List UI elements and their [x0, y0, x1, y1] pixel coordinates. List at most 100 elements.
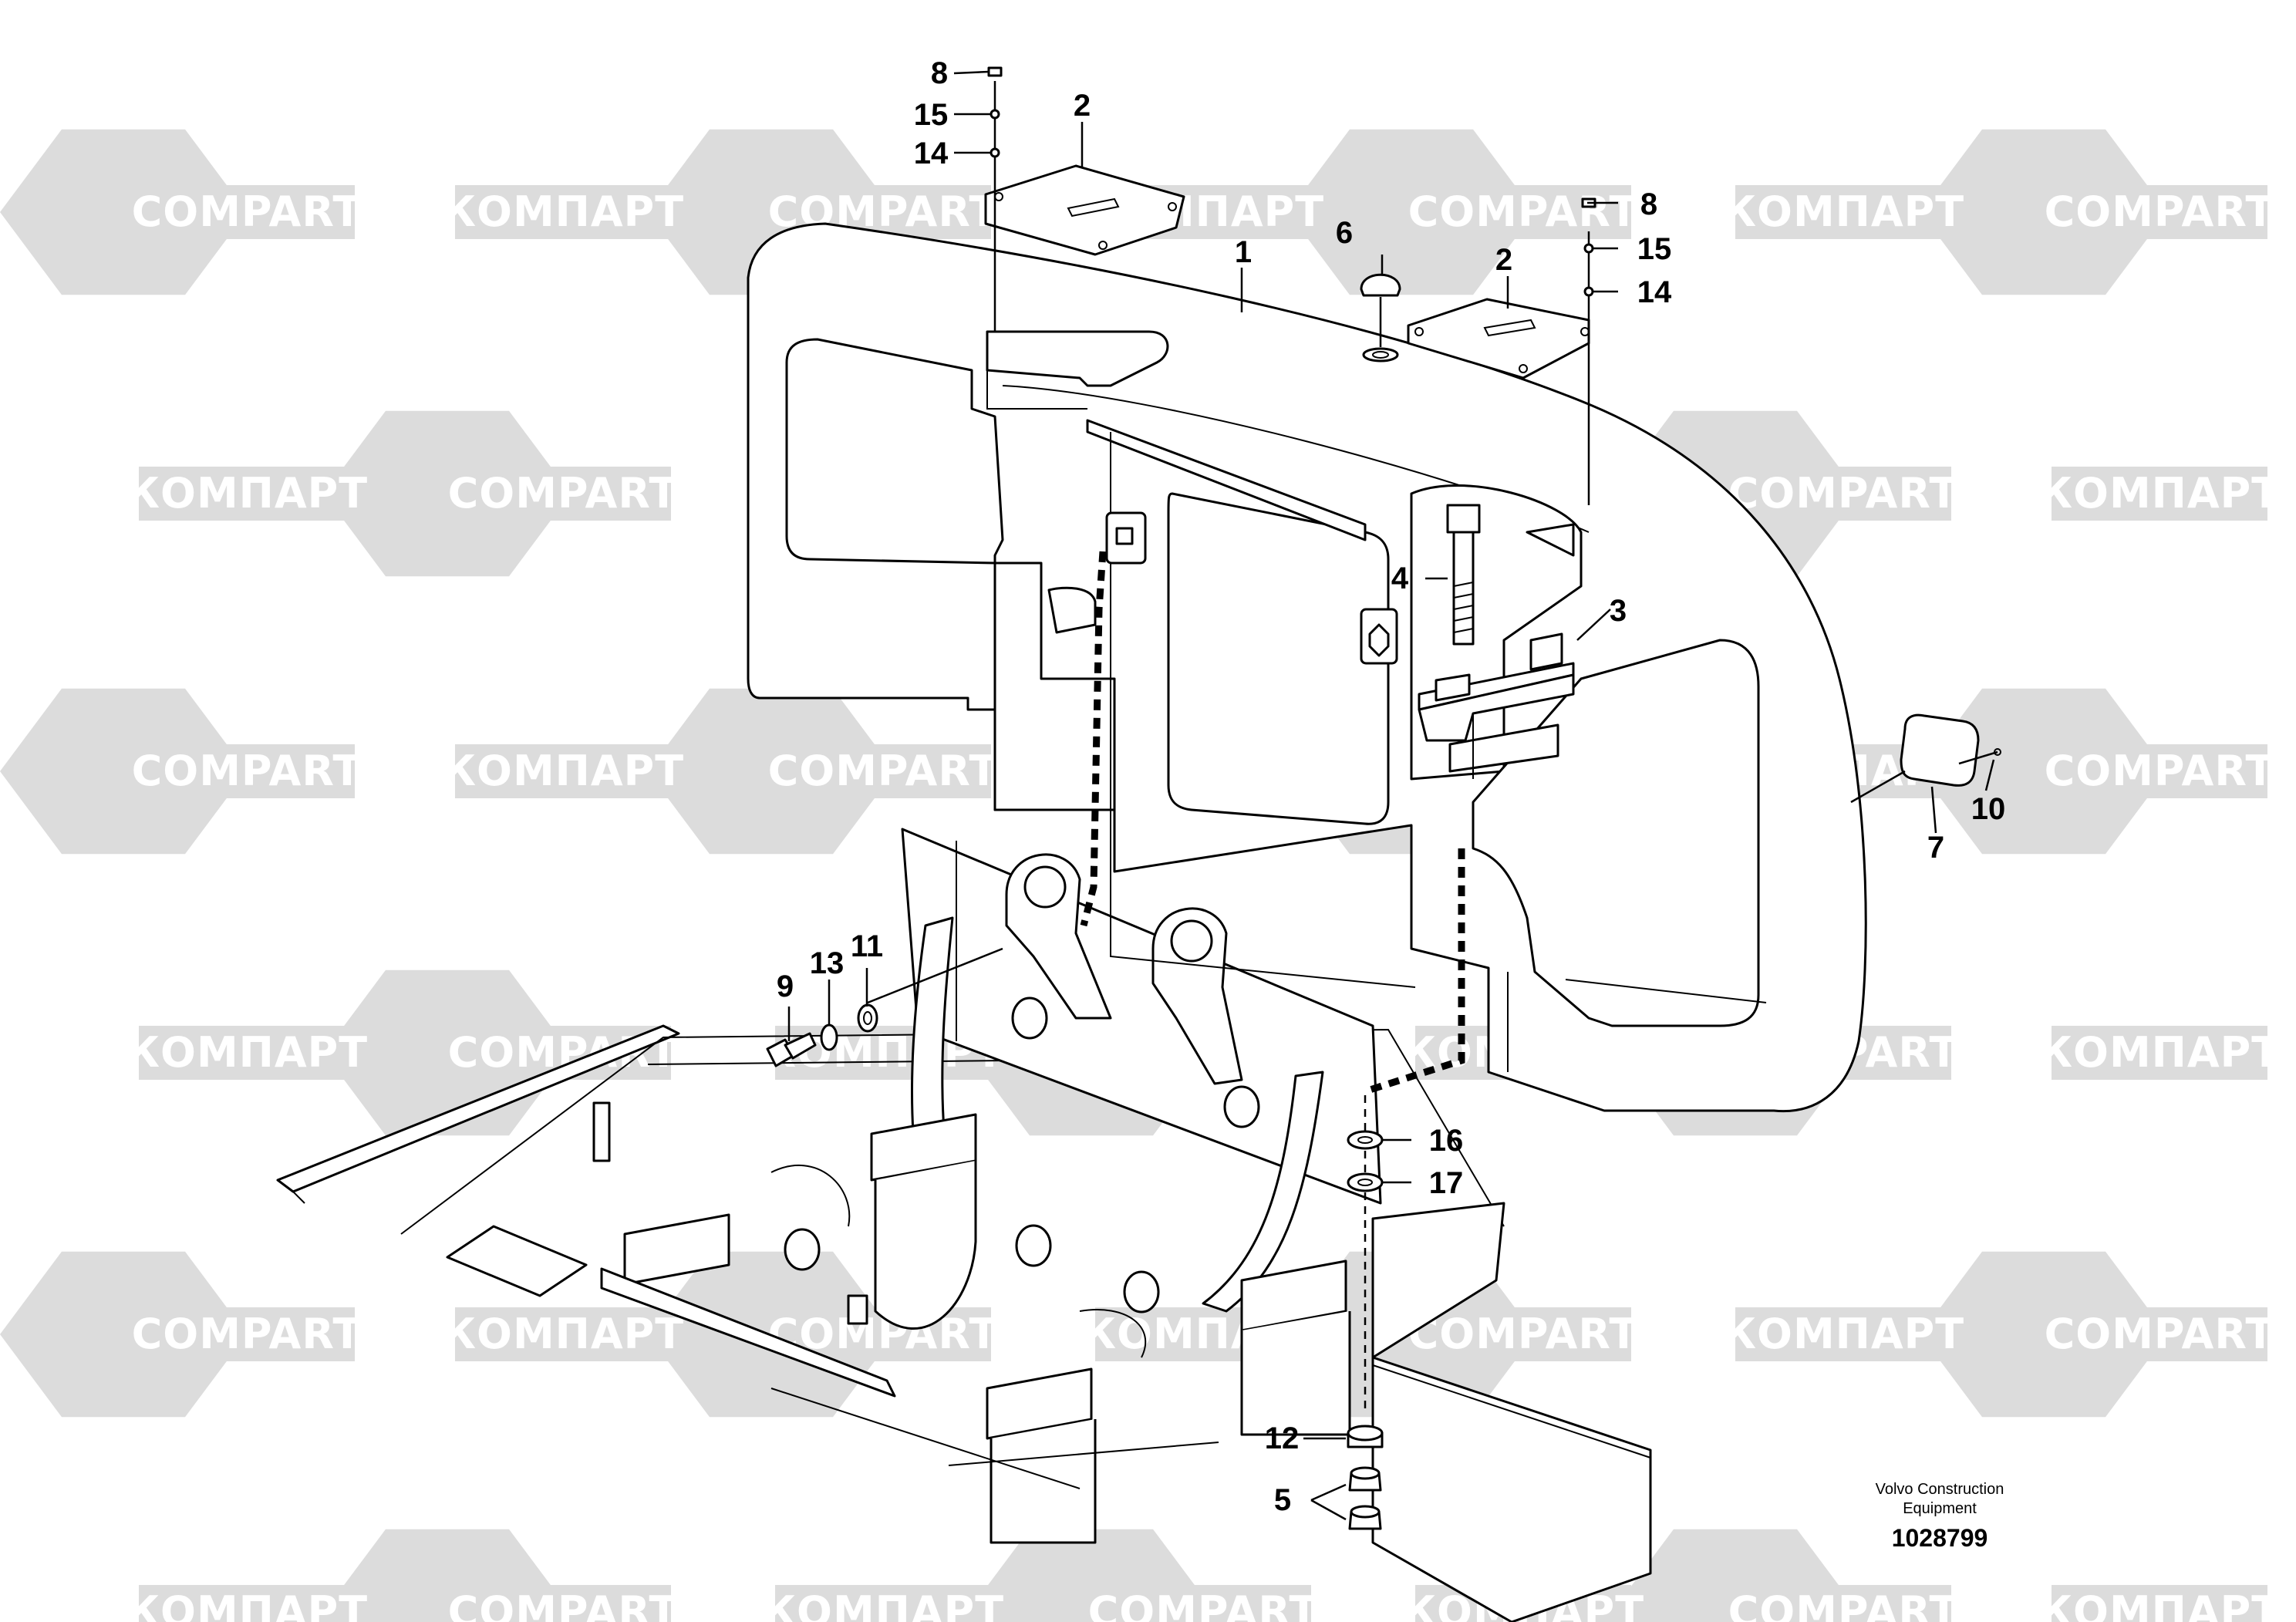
watermark-band	[1735, 467, 1951, 521]
watermark-band	[139, 1307, 355, 1361]
cover-plate-left	[984, 164, 1185, 256]
watermark-text: COMPART	[2045, 1310, 2275, 1358]
watermark-hex	[0, 129, 247, 295]
watermark-band	[2052, 467, 2267, 521]
watermark-band	[455, 1585, 671, 1622]
watermark-band	[139, 744, 355, 798]
watermark-band	[455, 467, 671, 521]
watermark-band	[1735, 185, 1951, 239]
footer-company-line1: Volvo Construction	[1876, 1481, 2004, 1498]
watermark-text: COMPART	[2045, 187, 2275, 236]
watermark-hex	[1920, 688, 2167, 855]
watermark-text: COMPART	[1408, 187, 1639, 236]
callout-8-right: 8	[1640, 187, 1657, 221]
watermark-band	[455, 1307, 671, 1361]
watermark-text: COMPART	[448, 469, 679, 518]
watermark-band	[2052, 1026, 2267, 1080]
footer-company-line2: Equipment	[1903, 1500, 1977, 1517]
callout-4: 4	[1391, 561, 1409, 595]
cap-plug	[1360, 273, 1401, 363]
watermark-band	[455, 744, 671, 798]
watermark-band	[455, 185, 671, 239]
watermark-hex	[0, 1251, 247, 1418]
watermark-text: COMPART	[1408, 1310, 1639, 1358]
watermark-text: КОМПАРТ	[442, 187, 684, 236]
callout-14-right: 14	[1637, 275, 1672, 309]
watermark-text: COMPART	[132, 747, 362, 795]
counterweight	[747, 222, 1867, 1113]
footer: Volvo Construction Equipment 1028799	[1876, 1481, 2004, 1552]
callout-8-left: 8	[931, 56, 948, 90]
watermark-text: КОМПАРТ	[126, 1028, 368, 1077]
watermark-hex	[1920, 1251, 2167, 1418]
watermark-band	[139, 1585, 355, 1622]
callout-10: 10	[1971, 792, 2006, 826]
watermark-text: КОМПАРТ	[442, 1310, 684, 1358]
watermark-text: COMPART	[132, 1310, 362, 1358]
watermark-text: КОМПАРТ	[762, 1587, 1004, 1622]
machine-frame	[276, 828, 1652, 1622]
watermark-band	[1735, 1307, 1951, 1361]
watermark-text: COMPART	[448, 1587, 679, 1622]
callout-13: 13	[810, 946, 845, 980]
callout-5: 5	[1274, 1483, 1291, 1517]
watermark-hex	[648, 688, 895, 855]
watermark-band	[1095, 1585, 1311, 1622]
lifting-bracket	[1418, 632, 1575, 779]
watermark-band	[1415, 1307, 1631, 1361]
callout-15-left: 15	[914, 98, 949, 132]
plate-7	[1850, 713, 2001, 804]
callout-7: 7	[1927, 831, 1944, 865]
watermark-text: COMPART	[132, 187, 362, 236]
leader-lines	[787, 70, 1995, 1521]
watermark-text: КОМПАРТ	[2038, 1028, 2281, 1077]
callout-2-right: 2	[1495, 243, 1512, 277]
watermark-band	[2052, 1585, 2267, 1622]
callout-6: 6	[1336, 216, 1353, 250]
watermark-text: COMPART	[1728, 469, 1959, 518]
callout-9: 9	[777, 969, 794, 1003]
watermark-text: КОМПАРТ	[126, 1587, 368, 1622]
watermark-hex	[1920, 129, 2167, 295]
callout-12: 12	[1265, 1421, 1300, 1455]
callout-14-left: 14	[914, 137, 949, 170]
callout-1: 1	[1235, 235, 1252, 269]
watermark-text: КОМПАРТ	[1722, 1310, 1964, 1358]
callout-2-left: 2	[1074, 89, 1091, 123]
drawing-number: 1028799	[1892, 1524, 1988, 1552]
watermark-text: COMPART	[768, 747, 999, 795]
bolt-4	[1446, 504, 1481, 646]
watermark-hex	[0, 688, 247, 855]
watermark-band	[775, 744, 991, 798]
lower-fasteners	[1347, 1130, 1384, 1530]
watermark-band	[2052, 1307, 2267, 1361]
callout-15-right: 15	[1637, 232, 1672, 266]
watermark-hex	[324, 410, 571, 577]
watermark-text: КОМПАРТ	[442, 747, 684, 795]
watermark-band	[1735, 1585, 1951, 1622]
watermark-text: COMPART	[2045, 747, 2275, 795]
watermark-band	[1415, 185, 1631, 239]
assembly-lines	[867, 81, 1590, 1411]
watermark-band	[139, 185, 355, 239]
callout-16: 16	[1429, 1124, 1464, 1158]
callout-labels: 1 2 2 3 4 5 6 7 8 8 9 10 11 12 13 14 14 …	[777, 56, 2005, 1517]
fasteners-left	[987, 66, 1003, 158]
watermark-band	[139, 1026, 355, 1080]
bolt-9-assembly	[766, 1003, 878, 1067]
watermark-band	[2052, 185, 2267, 239]
watermark-text: КОМПАРТ	[126, 469, 368, 518]
watermark-text: COMPART	[1728, 1587, 1959, 1622]
watermark-text: КОМПАРТ	[2038, 1587, 2281, 1622]
callout-11: 11	[851, 929, 883, 963]
callout-17: 17	[1429, 1166, 1464, 1200]
watermark-band	[775, 1585, 991, 1622]
watermark-text: КОМПАРТ	[1722, 187, 1964, 236]
watermark-band	[139, 467, 355, 521]
watermark-text: КОМПАРТ	[2038, 469, 2281, 518]
watermark-text: COMPART	[1088, 1587, 1319, 1622]
watermark-band	[2052, 744, 2267, 798]
callout-3: 3	[1610, 594, 1627, 628]
watermark-hex	[1288, 129, 1535, 295]
